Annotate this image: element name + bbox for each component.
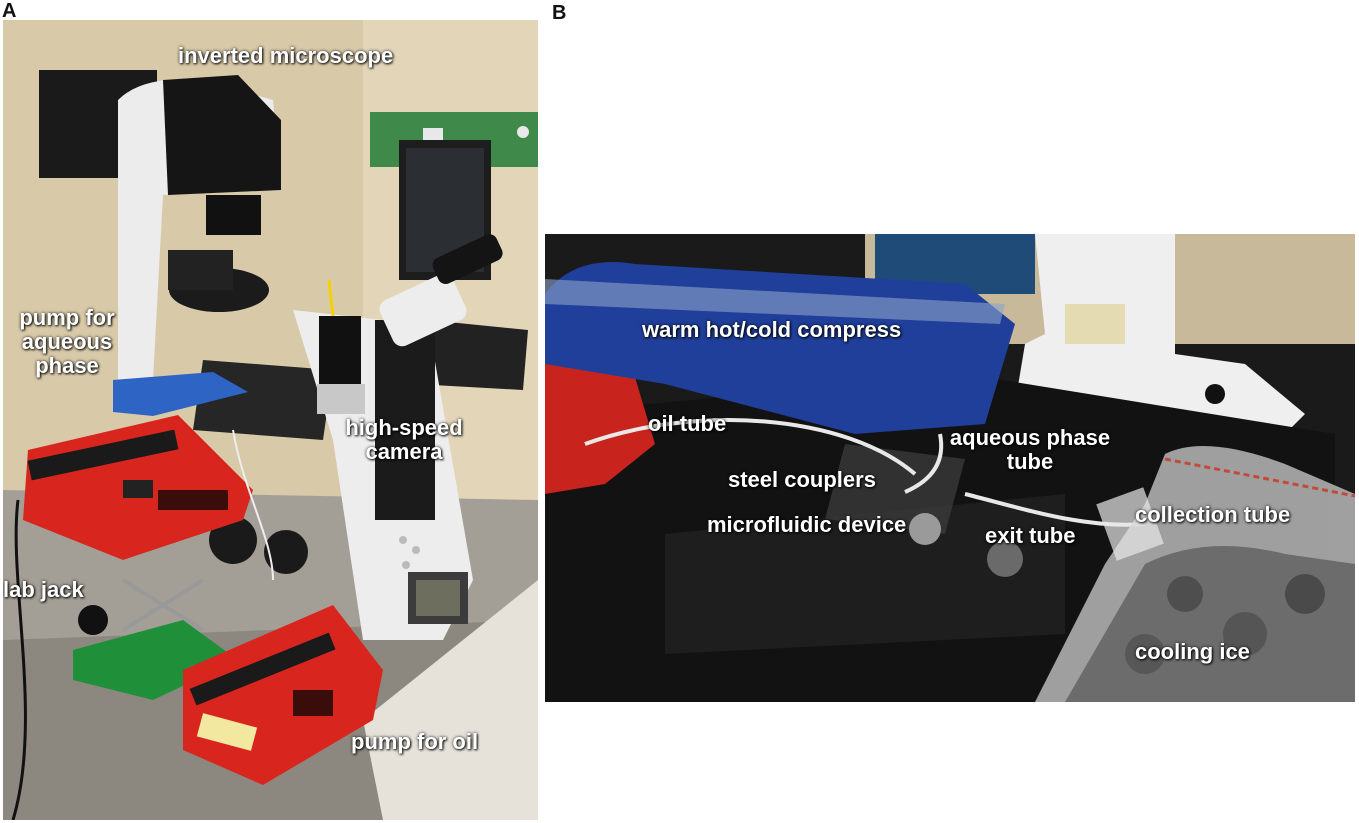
eyepieces bbox=[432, 234, 503, 284]
microscope-head bbox=[163, 75, 281, 195]
focus-knob bbox=[209, 516, 257, 564]
stage bbox=[193, 360, 333, 440]
lab-jack bbox=[73, 620, 238, 700]
keyboard bbox=[428, 320, 528, 390]
panel-b-photo: warm hot/cold compress oil tube aqueous … bbox=[545, 234, 1355, 702]
microscope-column bbox=[1015, 234, 1305, 434]
label-cooling-ice: cooling ice bbox=[1135, 639, 1250, 664]
aqueous-tube bbox=[904, 433, 944, 494]
panel-a-illustration bbox=[3, 20, 538, 820]
panel-letter-a: A bbox=[2, 0, 17, 22]
label-lab-jack: lab jack bbox=[3, 577, 84, 602]
label-collection-tube: collection tube bbox=[1135, 502, 1291, 527]
panel-a-photo: inverted microscope pump for aqueous pha… bbox=[3, 20, 538, 820]
pump-red-b bbox=[545, 344, 655, 494]
label-aqueous-phase-tube: aqueous phase tube bbox=[949, 425, 1111, 475]
label-microfluidic-device: microfluidic device bbox=[707, 512, 907, 537]
compress-a bbox=[113, 372, 248, 416]
camera-body bbox=[319, 316, 361, 386]
collection-tube bbox=[1096, 487, 1164, 561]
label-oil-tube: oil tube bbox=[648, 411, 727, 436]
label-inverted-microscope: inverted microscope bbox=[178, 43, 394, 68]
label-steel-couplers: steel couplers bbox=[728, 467, 876, 492]
panel-letter-b: B bbox=[552, 2, 567, 24]
label-high-speed-camera: high-speed camera bbox=[345, 415, 463, 465]
label-compress: warm hot/cold compress bbox=[642, 317, 902, 342]
oil-tube bbox=[584, 418, 917, 476]
microfluidic-chip bbox=[825, 444, 965, 534]
label-exit-tube: exit tube bbox=[985, 523, 1076, 548]
label-pump-oil: pump for oil bbox=[351, 729, 479, 754]
label-pump-aqueous: pump for aqueous phase bbox=[19, 305, 115, 379]
panel-b-illustration bbox=[545, 234, 1355, 702]
